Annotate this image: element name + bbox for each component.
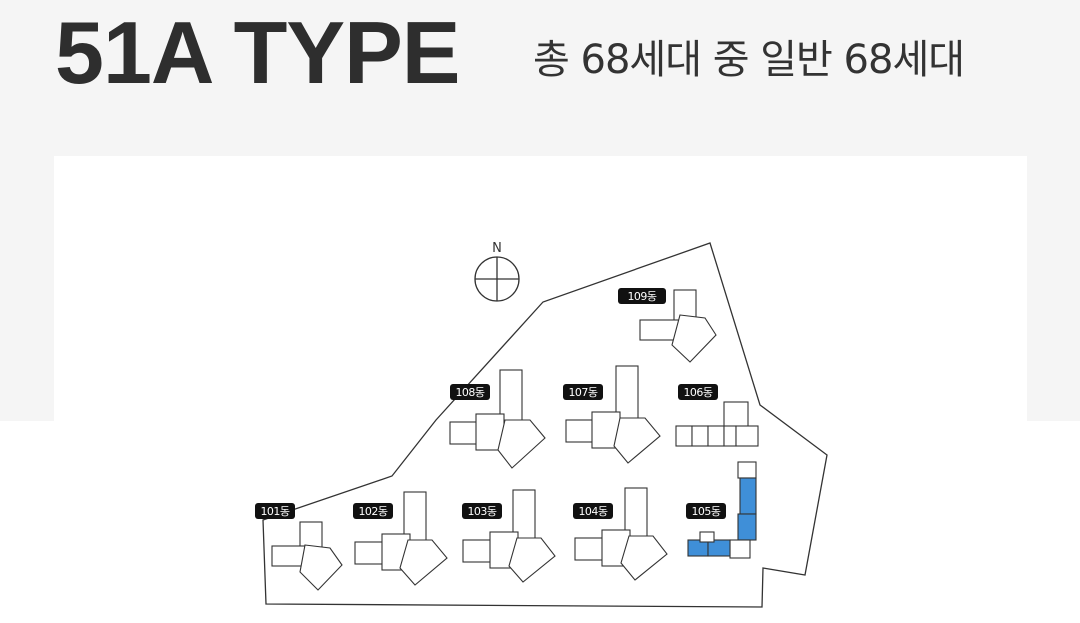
- building-label-bg: [573, 503, 613, 519]
- building-label-bg: [450, 384, 490, 400]
- building-label: 104동: [578, 505, 607, 518]
- building-102[interactable]: 102동: [353, 491, 448, 586]
- building-label-bg: [618, 288, 666, 304]
- building-108[interactable]: 108동: [449, 369, 546, 469]
- compass-north-label: N: [492, 241, 502, 256]
- building-label: 106동: [683, 386, 712, 399]
- building-label-bg: [686, 503, 726, 519]
- building-106[interactable]: 106동: [675, 384, 759, 447]
- building-103[interactable]: 103동: [462, 489, 556, 583]
- building-104[interactable]: 104동: [573, 487, 668, 581]
- site-boundary: [262, 242, 828, 608]
- page-title: 51A TYPE: [55, 3, 460, 102]
- building-label-bg: [678, 384, 718, 400]
- building-105[interactable]: 105동: [686, 461, 757, 559]
- building-label: 103동: [467, 505, 496, 518]
- building-109[interactable]: 109동: [618, 288, 717, 363]
- building-label: 105동: [691, 505, 720, 518]
- building-label-bg: [462, 503, 502, 519]
- unit-count-subtitle: 총 68세대 중 일반 68세대: [533, 37, 965, 83]
- building-label: 102동: [358, 505, 387, 518]
- building-101[interactable]: 101동: [255, 503, 343, 591]
- building-label-bg: [353, 503, 393, 519]
- building-label-bg: [563, 384, 603, 400]
- building-label-bg: [255, 503, 295, 519]
- compass: N: [474, 241, 520, 302]
- building-107[interactable]: 107동: [563, 365, 661, 464]
- building-label: 107동: [568, 386, 597, 399]
- building-label: 101동: [260, 505, 289, 518]
- building-label: 108동: [455, 386, 484, 399]
- building-label: 109동: [627, 290, 656, 303]
